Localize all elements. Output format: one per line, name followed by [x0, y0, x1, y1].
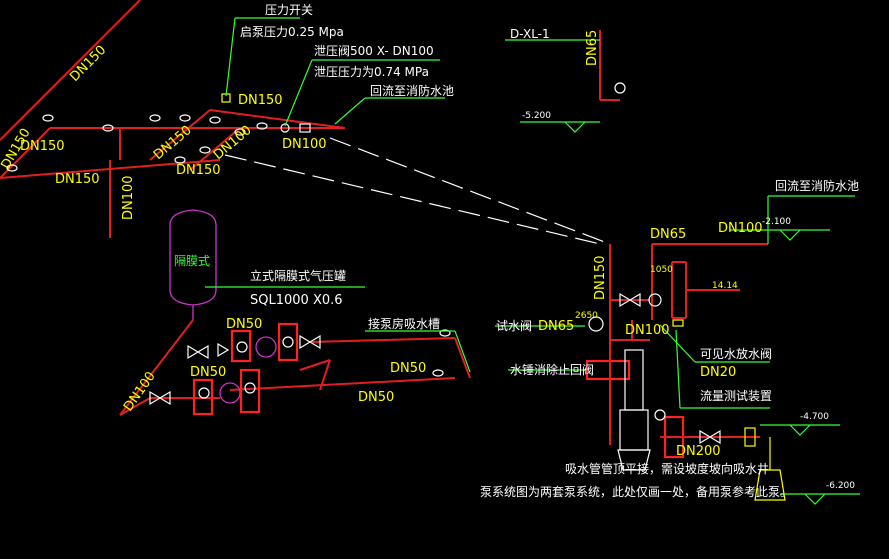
butterfly-valve-icon	[699, 429, 721, 445]
level-markers	[505, 39, 860, 505]
label-suction-tank: 接泵房吸水槽	[368, 316, 440, 331]
label-relief-pressure: 泄压压力为0.74 MPa	[314, 65, 429, 79]
butterfly-valve-icon	[619, 292, 641, 308]
pump-valves-lower	[149, 329, 451, 406]
level-label: -4.700	[800, 412, 829, 422]
pipe-network-right	[599, 30, 768, 445]
dn-label: DN50	[190, 365, 226, 380]
dn-label: DN100	[625, 323, 670, 338]
check-valve-icon	[198, 387, 210, 399]
valve-icon	[6, 164, 18, 172]
dn-label: DN100	[121, 175, 136, 220]
label-dxl: D-XL-1	[510, 27, 550, 41]
dashed-leaders	[224, 137, 611, 245]
valve-icon	[256, 122, 268, 130]
level-label: -2.100	[762, 217, 791, 227]
note-line-1: 吸水管管顶平接，需设坡度坡向吸水井	[565, 461, 769, 476]
dn-label: DN150	[238, 93, 283, 108]
valve-icon	[149, 114, 161, 122]
valve-icon	[209, 116, 221, 124]
valve-icon	[102, 124, 114, 132]
text-labels: 压力开关 启泵压力0.25 Mpa 泄压阀500 X- DN100 泄压压力为0…	[0, 3, 859, 499]
level-label: 14.14	[712, 281, 738, 291]
note-line-2: 泵系统图为两套泵系统，此处仅画一处，备用泵参考此泵。	[480, 484, 792, 499]
dn-label: DN50	[358, 390, 394, 405]
highlight-box	[585, 359, 631, 381]
dn-label: DN65	[585, 30, 600, 66]
highlight-box	[192, 378, 214, 416]
dn-label: DN150	[67, 43, 109, 85]
highlight-box	[277, 322, 299, 362]
foot-valve-icon	[754, 437, 786, 501]
small-label: 1050	[650, 265, 673, 275]
label-tank-desc: 立式隔膜式气压罐	[250, 268, 346, 283]
valve-icon	[432, 369, 444, 377]
dn-label: DN100	[121, 369, 159, 414]
valve-icon	[199, 146, 211, 154]
label-water-hammer: 水锤消除止回阀	[510, 362, 594, 377]
valves-right	[588, 82, 756, 447]
dn-label: DN50	[226, 317, 262, 332]
valve-icon	[280, 123, 290, 133]
pump-icon	[255, 336, 277, 358]
test-valve-icon	[588, 316, 604, 332]
pump-icon	[219, 382, 241, 404]
label-return-pool-2: 回流至消防水池	[775, 178, 859, 193]
small-label: 2650	[575, 311, 598, 321]
dn-label: DN65	[538, 319, 574, 334]
gauge-icon	[648, 293, 662, 307]
dn-label: DN150	[593, 255, 608, 300]
dn-label: DN100	[282, 137, 327, 152]
diaphragm-pressure-tank	[169, 209, 217, 320]
butterfly-valve-icon	[299, 334, 321, 350]
valve-icon	[439, 329, 451, 337]
level-label: -5.200	[522, 111, 551, 121]
dn-label: DN150	[55, 172, 100, 187]
level-label: -6.200	[826, 481, 855, 491]
gauge-icon	[654, 409, 666, 421]
dn-label: DN20	[700, 365, 736, 380]
label-pressure-switch: 压力开关	[265, 3, 313, 17]
valve-icon	[174, 156, 186, 164]
dn-label: DN200	[676, 444, 721, 459]
fire-pump-icon	[617, 349, 651, 471]
dn-label: DN100	[718, 221, 763, 236]
valve-icon	[614, 82, 626, 94]
dn-label: DN150	[20, 139, 65, 154]
butterfly-valve-icon	[149, 390, 171, 406]
label-drain-valve: 可见水放水阀	[700, 346, 772, 361]
valve-icon	[299, 123, 311, 133]
highlight-box	[239, 368, 261, 414]
label-test-valve: 试水阀	[496, 318, 532, 333]
check-valve-icon	[236, 341, 248, 353]
label-flow-test: 流量测试装置	[700, 388, 772, 403]
dn-label: DN150	[176, 163, 221, 178]
gate-valve-icon	[217, 342, 230, 358]
dn-label: DN50	[390, 361, 426, 376]
valve-icon	[179, 114, 191, 122]
check-valve-icon	[244, 382, 256, 394]
label-tank-model: SQL1000 X0.6	[250, 293, 343, 308]
pipe-network-lower	[119, 319, 471, 416]
label-return-pool-1: 回流至消防水池	[370, 83, 454, 98]
valve-icon	[744, 427, 756, 447]
leaders-right	[495, 324, 770, 409]
check-valve-icon	[282, 336, 294, 348]
valve-icon	[672, 319, 684, 327]
valve-icon	[42, 114, 54, 122]
tank-inner-label: 隔膜式	[174, 254, 210, 268]
label-start-pressure: 启泵压力0.25 Mpa	[240, 25, 344, 39]
dn-label: DN65	[650, 227, 686, 242]
highlight-box	[230, 329, 252, 363]
label-relief-valve: 泄压阀500 X- DN100	[314, 44, 434, 58]
valve-symbols-upper	[6, 93, 311, 172]
valve-icon	[234, 128, 246, 136]
leaders-lower	[365, 330, 471, 373]
butterfly-valve-icon	[187, 344, 209, 360]
leaders-upper	[225, 17, 445, 127]
